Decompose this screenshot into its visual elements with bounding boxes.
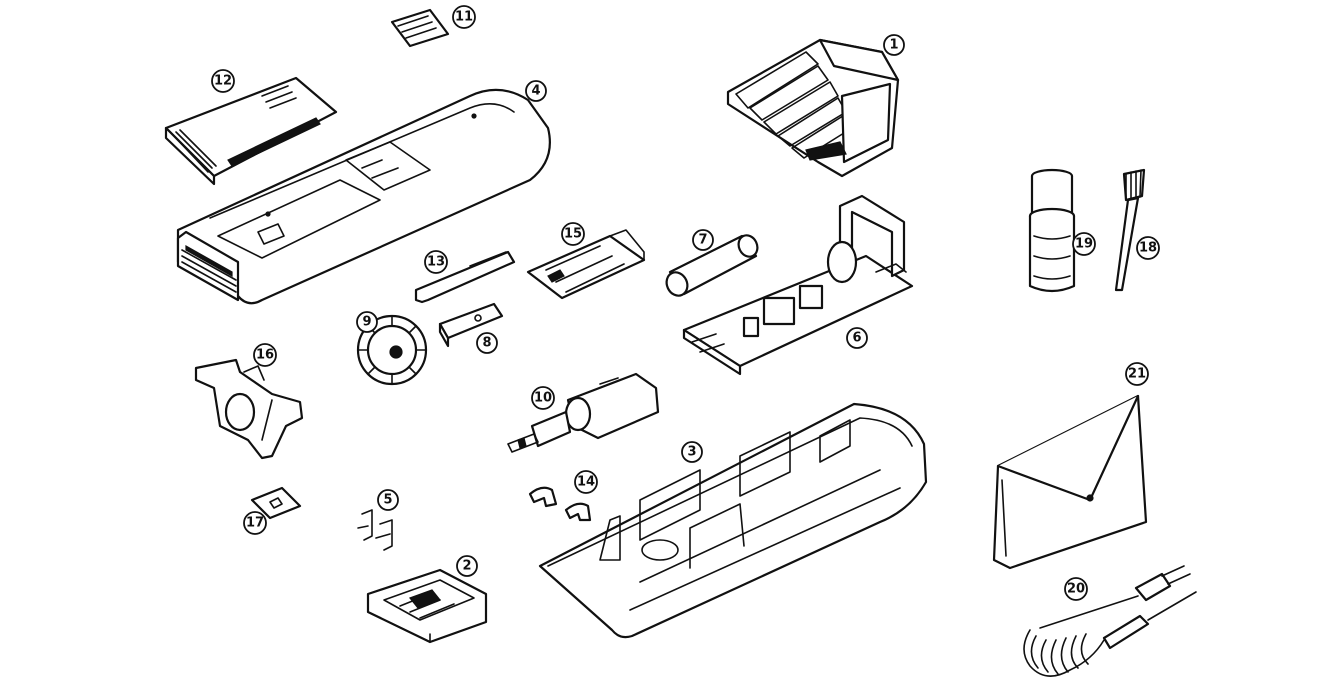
part-4-upper-housing: [176, 88, 551, 305]
svg-text:6: 6: [852, 331, 861, 346]
svg-text:21: 21: [1128, 367, 1146, 382]
callout-11: 11: [452, 5, 476, 29]
callout-2: 2: [456, 555, 478, 577]
part-6-circuit-board: [682, 194, 914, 376]
part-12-blade-cover: [164, 76, 338, 186]
callout-6: 6: [846, 327, 868, 349]
part-9-gear: [356, 314, 428, 386]
callout-16: 16: [253, 343, 277, 367]
part-8-bracket: [438, 302, 504, 348]
svg-text:5: 5: [383, 493, 392, 508]
callout-17: 17: [243, 511, 267, 535]
callout-13: 13: [424, 250, 448, 274]
svg-text:7: 7: [698, 233, 707, 248]
part-20-power-cord: [1023, 565, 1197, 677]
callout-1: 1: [883, 34, 905, 56]
part-2-blade-assembly: [366, 568, 488, 644]
callout-18: 18: [1136, 236, 1160, 260]
svg-text:11: 11: [455, 10, 473, 25]
callout-5: 5: [377, 489, 399, 511]
part-21-storage-pouch: [992, 394, 1148, 570]
part-5-springs: [357, 509, 393, 551]
svg-text:14: 14: [577, 475, 595, 490]
part-10-motor: [507, 372, 660, 453]
part-11-clip: [390, 8, 450, 48]
callout-7: 7: [692, 229, 714, 251]
svg-text:19: 19: [1075, 237, 1093, 252]
svg-text:1: 1: [889, 38, 898, 53]
svg-text:8: 8: [482, 336, 491, 351]
callout-3: 3: [681, 441, 703, 463]
svg-text:13: 13: [427, 255, 445, 270]
part-18-cleaning-brush: [1114, 168, 1146, 292]
part-15-switch-plate: [526, 229, 646, 300]
svg-text:3: 3: [687, 445, 696, 460]
callout-19: 19: [1072, 232, 1096, 256]
svg-text:20: 20: [1067, 582, 1085, 597]
part-17-cap: [250, 486, 302, 520]
callout-14: 14: [574, 470, 598, 494]
svg-text:18: 18: [1139, 241, 1157, 256]
callout-15: 15: [561, 222, 585, 246]
callout-9: 9: [356, 311, 378, 333]
svg-text:2: 2: [462, 559, 471, 574]
svg-text:10: 10: [534, 391, 552, 406]
part-13-lever: [414, 250, 516, 304]
svg-text:4: 4: [531, 84, 540, 99]
part-16-motor-holder: [194, 358, 304, 460]
callout-20: 20: [1064, 577, 1088, 601]
part-1-comb-attachment: [726, 38, 900, 178]
part-19-oil-bottle: [1028, 168, 1076, 293]
svg-text:16: 16: [256, 348, 274, 363]
callout-8: 8: [476, 332, 498, 354]
svg-text:9: 9: [362, 315, 371, 330]
callout-21: 21: [1125, 362, 1149, 386]
part-3-lower-housing: [538, 402, 928, 639]
svg-text:15: 15: [564, 227, 582, 242]
svg-text:17: 17: [246, 516, 264, 531]
part-7-battery: [665, 234, 759, 297]
callout-4: 4: [525, 80, 547, 102]
svg-text:12: 12: [214, 74, 232, 89]
part-14-clips: [528, 486, 592, 522]
callout-12: 12: [211, 69, 235, 93]
callout-10: 10: [531, 386, 555, 410]
